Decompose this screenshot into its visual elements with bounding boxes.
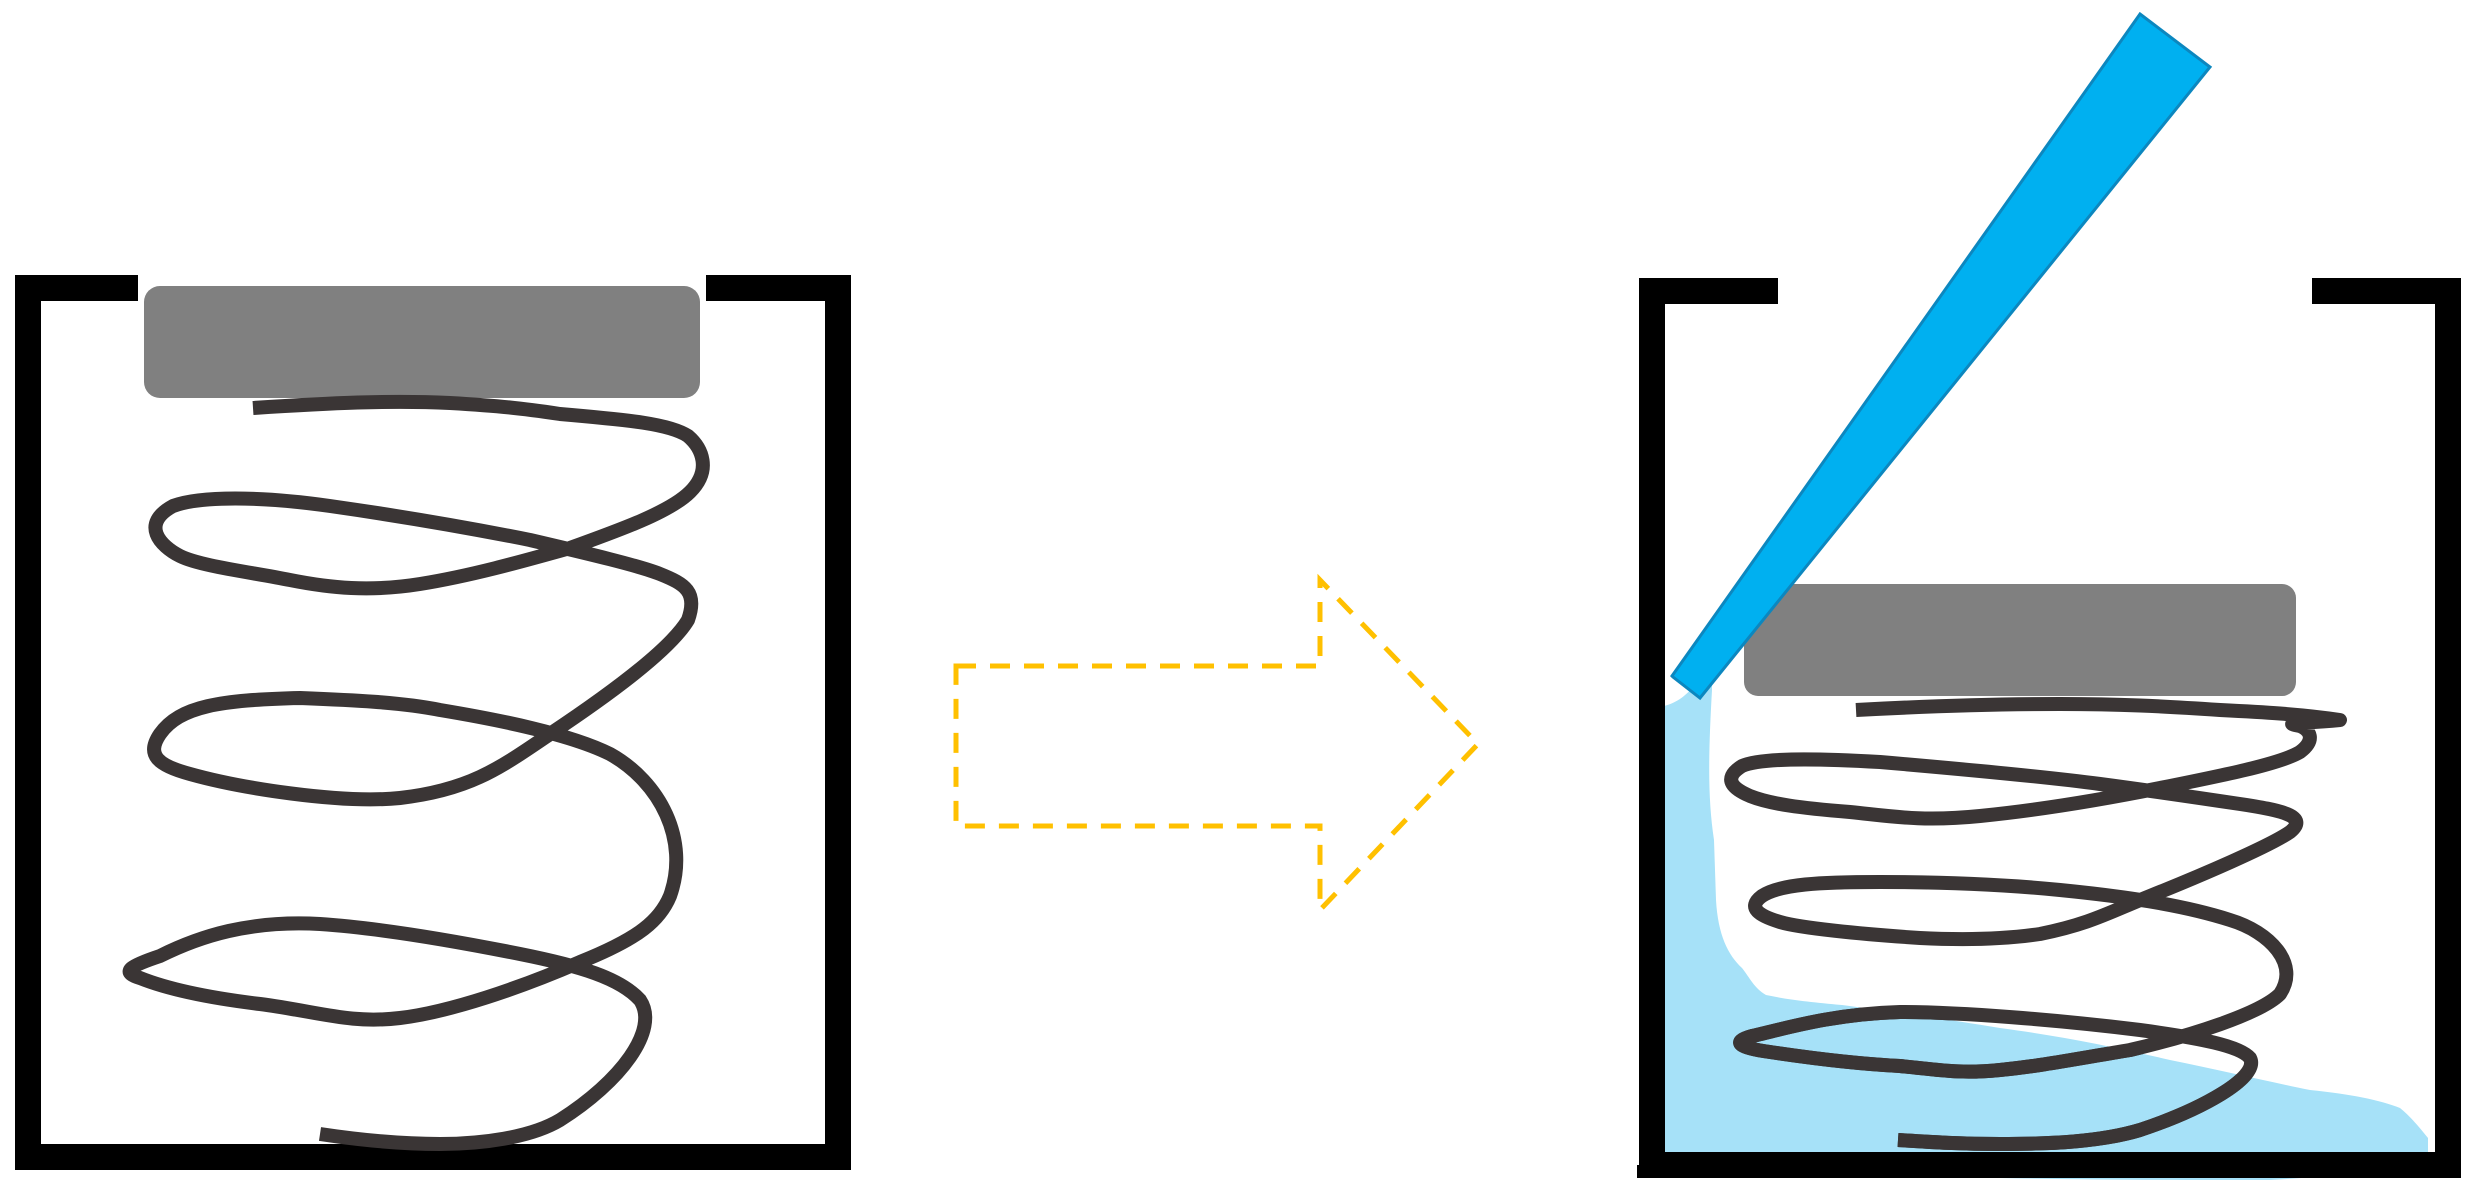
left-container xyxy=(15,275,851,1170)
right-container xyxy=(1639,278,2461,1178)
transition-arrow xyxy=(953,573,1482,917)
left-plate xyxy=(144,286,700,398)
left-panel xyxy=(15,275,851,1170)
left-spring xyxy=(122,394,710,1151)
dashed-arrow-outline xyxy=(953,573,1482,917)
right-panel xyxy=(1637,11,2461,1180)
nozzle xyxy=(1670,11,2213,701)
liquid xyxy=(1664,650,2428,1180)
right-plate xyxy=(1744,584,2296,696)
